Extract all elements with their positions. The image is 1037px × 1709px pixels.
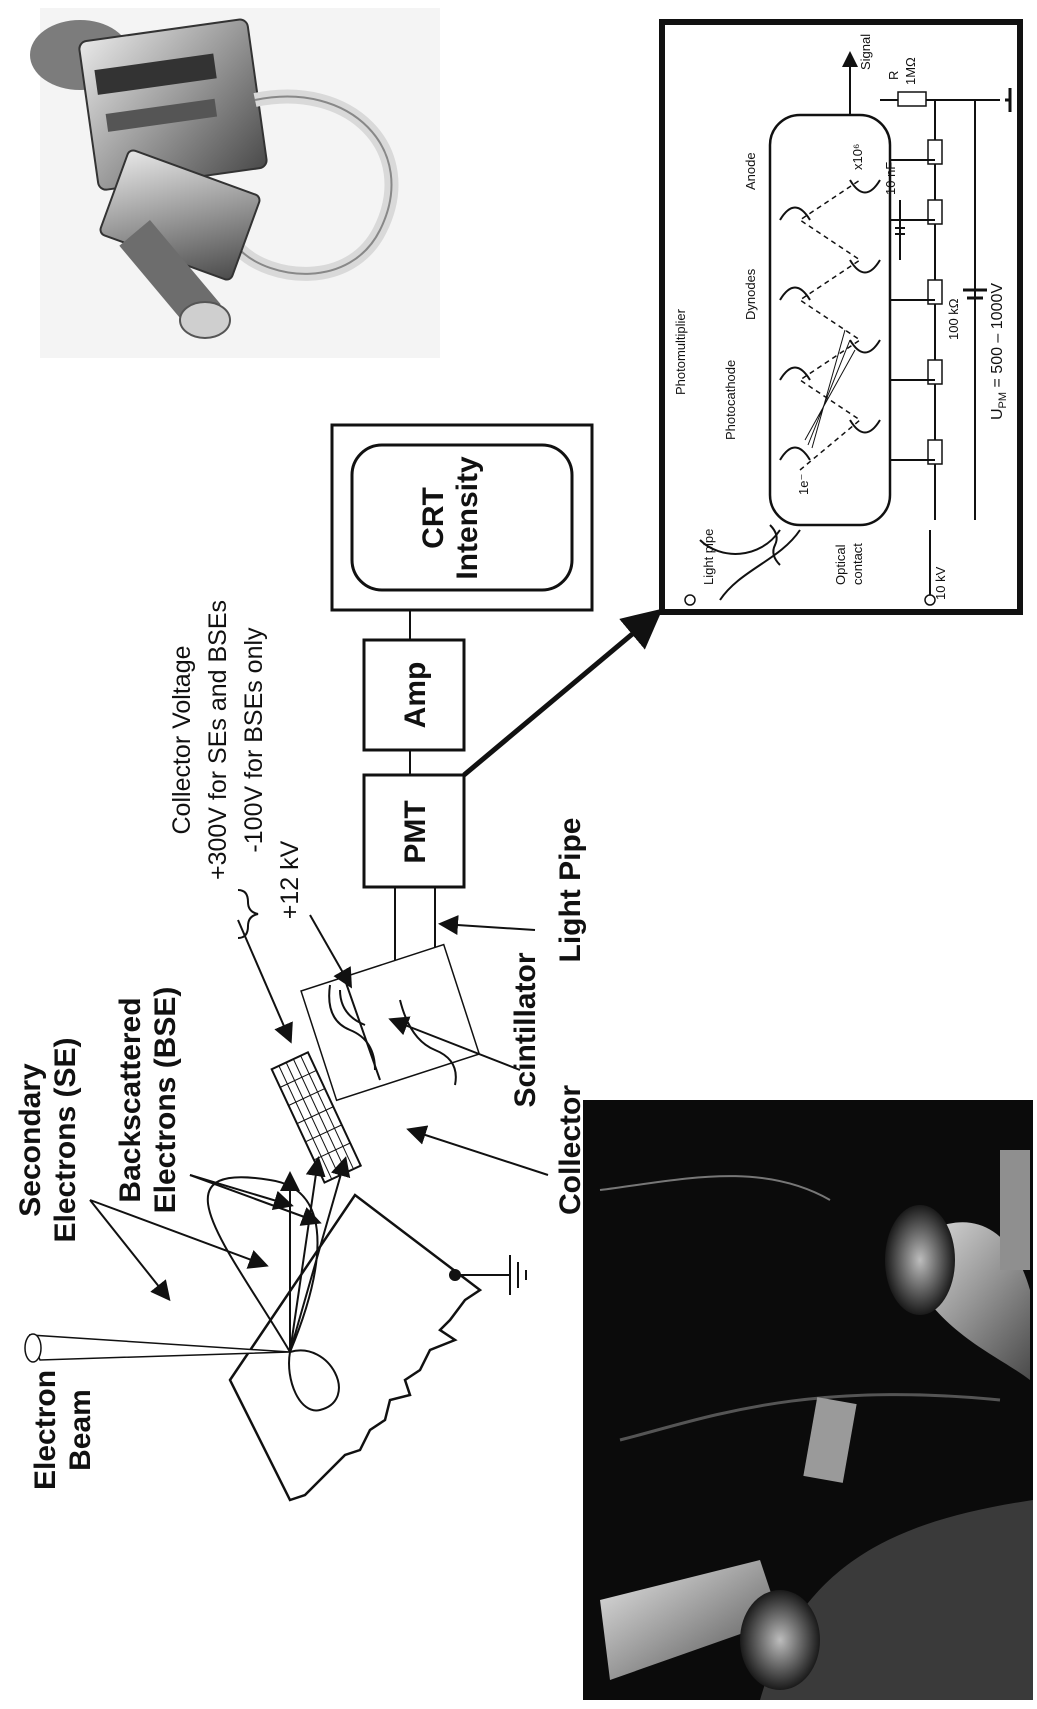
photomultiplier-inset: Photomultiplier — [662, 22, 1020, 612]
pm-dynodes-label: Dynodes — [743, 268, 758, 320]
pm-contact-label: contact — [850, 543, 865, 585]
backscattered-label-line1: Backscattered — [114, 997, 147, 1202]
scintillator-voltage-label: +12 kV — [276, 840, 304, 919]
specimen — [230, 1195, 526, 1500]
pm-upm-u: U — [989, 408, 1006, 420]
pm-anode-label: Anode — [743, 152, 758, 190]
pm-resistor-label: 100 kΩ — [946, 298, 961, 340]
collector-arrow — [410, 1130, 548, 1175]
backscattered-label-line2: Electrons (BSE) — [149, 987, 182, 1214]
pm-photocathode-label: Photocathode — [723, 360, 738, 440]
light-pipe-arrow — [442, 924, 535, 930]
pm-gain-label: x10⁶ — [850, 144, 865, 170]
bse-arrow-2 — [190, 1175, 318, 1222]
pm-r-label: R — [886, 71, 901, 80]
collector-voltage-arrow — [238, 920, 290, 1040]
electron-beam-label-line1: Electron — [29, 1370, 62, 1490]
electron-beam-label-line2: Beam — [64, 1389, 97, 1471]
scintillator-label: Scintillator — [509, 952, 542, 1107]
collector-voltage-brace — [238, 890, 258, 938]
detector-assembly-photo — [30, 8, 440, 358]
amplifier: Amp — [364, 610, 464, 775]
pm-r-value: 1MΩ — [903, 57, 918, 85]
collector-voltage-minus: -100V for BSEs only — [240, 627, 268, 853]
pm-signal-label: Signal — [858, 34, 873, 70]
chamber-photo — [583, 1100, 1033, 1700]
pmt-to-inset-arrow — [464, 615, 655, 775]
crt-label-line2: Intensity — [451, 456, 484, 580]
collector-label: Collector — [554, 1085, 587, 1215]
pm-title: Photomultiplier — [673, 308, 688, 395]
crt-label-line1: CRT — [417, 487, 450, 549]
secondary-label-line1: Secondary — [14, 1063, 47, 1217]
pm-capacitor-label: 10 nF — [883, 162, 898, 195]
amp-label: Amp — [399, 662, 432, 729]
light-pipe-label: Light Pipe — [554, 818, 587, 963]
crt-display: CRT Intensity — [332, 425, 592, 610]
pmt-label: PMT — [399, 800, 432, 863]
pm-hv-label: 10 kV — [933, 566, 948, 600]
scintillator-housing — [301, 945, 479, 1101]
scintillator-voltage-arrow — [310, 915, 350, 985]
pm-upm-sub: PM — [997, 392, 1009, 409]
secondary-label-line2: Electrons (SE) — [49, 1037, 82, 1242]
pmt: PMT — [364, 775, 464, 887]
collector-voltage-plus: +300V for SEs and BSEs — [204, 600, 232, 880]
pm-upm-range: = 500 – 1000V — [989, 283, 1006, 392]
pm-optical-label: Optical — [833, 544, 848, 585]
pm-electron-label: 1e⁻ — [796, 474, 811, 495]
pm-lightpipe-label: Light pipe — [701, 529, 716, 585]
collector-voltage-title: Collector Voltage — [168, 645, 196, 834]
